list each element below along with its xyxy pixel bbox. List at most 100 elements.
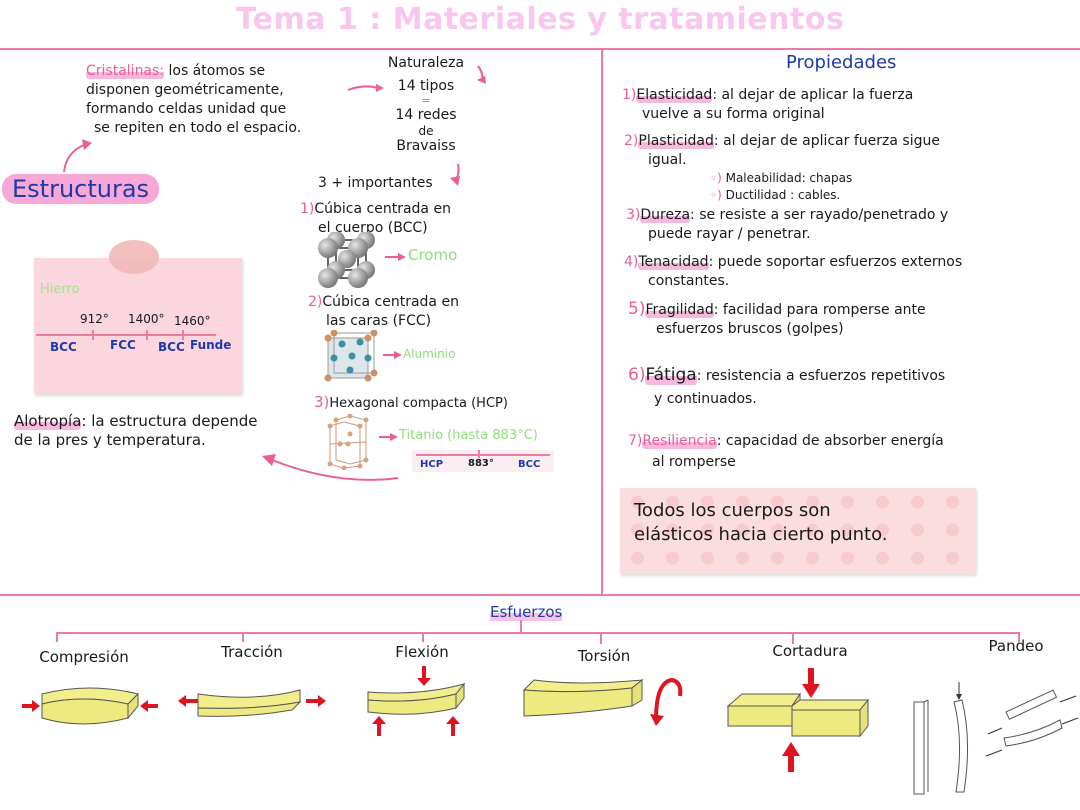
label-compresion: Compresión — [39, 648, 129, 666]
phase-hcp: HCP — [420, 459, 444, 470]
hierro-phase: Funde — [190, 338, 232, 352]
hcp-label: 3)Hexagonal compacta (HCP) — [314, 393, 554, 413]
property-text: : al dejar de aplicar la fuerza — [712, 87, 914, 103]
property-text: igual. — [648, 152, 687, 168]
property-text: : al dejar de aplicar fuerza sigue — [713, 133, 940, 149]
branch-tick — [242, 632, 244, 642]
temp-883: 883° — [468, 458, 494, 469]
structure-name: el cuerpo (BCC) — [318, 220, 428, 236]
label-torsion: Torsión — [577, 647, 631, 665]
structure-name: Hexagonal compacta (HCP) — [329, 396, 508, 411]
esfuerzos-branch-line — [56, 632, 1020, 634]
importantes-heading: 3 + importantes — [318, 175, 433, 191]
curved-arrow-icon — [450, 163, 460, 186]
naturaleza-block: Naturaleza 14 tipos = 14 redes de Bravai… — [376, 54, 476, 156]
label-pandeo: Pandeo — [988, 637, 1044, 655]
property-text: : se resiste a ser rayado/penetrado y — [690, 207, 949, 223]
page-title: Tema 1 : Materiales y tratamientos — [235, 2, 845, 37]
fcc-crystal-icon — [324, 330, 378, 382]
branch-tick — [56, 632, 58, 642]
hierro-phase: FCC — [110, 338, 136, 352]
label-cortadura: Cortadura — [772, 642, 848, 660]
hierro-axis — [36, 334, 216, 336]
axis-tick — [146, 330, 148, 340]
sub-maleabilidad: ◦) Maleabilidad: chapas — [710, 171, 852, 186]
alotropia-block: Alotropía: la estructura depende de la p… — [14, 412, 314, 450]
hierro-label: Hierro — [40, 282, 80, 297]
arrow-icon — [385, 253, 406, 261]
cristalinas-term: Cristalinas: — [86, 63, 165, 79]
elastic-note: Todos los cuerpos son elásticos hacia ci… — [620, 488, 976, 574]
scale-axis — [416, 454, 550, 456]
property-fatiga: 6)Fátiga: resistencia a esfuerzos repeti… — [628, 365, 1078, 409]
hierro-temp: 1460° — [174, 314, 211, 328]
item-number: 5) — [628, 299, 646, 319]
property-fragilidad: 5)Fragilidad: facilidad para romperse an… — [628, 300, 1078, 339]
naturaleza-equals: = — [421, 94, 431, 107]
property-term: Fragilidad — [645, 302, 714, 318]
center-divider — [601, 48, 603, 596]
flexion-diagram-icon — [367, 666, 466, 736]
note-line: elásticos hacia cierto punto. — [634, 524, 888, 545]
label-flexion: Flexión — [395, 643, 449, 661]
branch-tick — [422, 632, 424, 642]
property-tenacidad: 4)Tenacidad: puede soportar esfuerzos ex… — [624, 253, 1074, 291]
arrow-icon — [347, 84, 384, 92]
property-text: : resistencia a esfuerzos repetitivos — [696, 368, 946, 384]
curved-arrow-icon — [262, 454, 399, 481]
cristalinas-line: se repiten en todo el espacio. — [94, 120, 302, 136]
sub-ductilidad: ◦) Ductilidad : cables. — [710, 188, 840, 203]
naturaleza-line: 14 tipos — [397, 78, 455, 94]
property-text: vuelve a su forma original — [642, 106, 825, 122]
cristalinas-line: disponen geométricamente, — [86, 82, 284, 98]
structure-name: Cúbica centrada en — [322, 294, 459, 310]
note-line: Todos los cuerpos son — [634, 500, 831, 521]
bullet: ◦) — [710, 188, 722, 202]
estructuras-pill: Estructuras — [2, 174, 160, 204]
sub-item-text: Ductilidad : cables. — [725, 188, 841, 202]
sub-item-text: Maleabilidad: chapas — [725, 171, 853, 185]
hierro-note: Hierro 912° 1400° 1460° BCC FCC BCC Fund… — [34, 258, 242, 394]
property-text: : capacidad de absorber energía — [716, 433, 944, 449]
torsion-diagram-icon — [522, 677, 683, 726]
pandeo-diagram-icon — [913, 682, 1079, 795]
item-number: 4) — [624, 254, 639, 270]
property-text: puede rayar / penetrar. — [648, 226, 811, 242]
item-number: 2) — [624, 133, 639, 149]
item-number: 1) — [300, 201, 315, 217]
fcc-label: 2)Cúbica centrada en las caras (FCC) — [308, 293, 518, 331]
axis-tick — [92, 330, 94, 340]
esfuerzos-heading: Esfuerzos — [490, 603, 563, 621]
hierro-temp: 912° — [80, 312, 109, 326]
naturaleza-line: 14 redes — [395, 107, 457, 123]
curved-arrow-icon — [477, 65, 486, 84]
top-divider — [0, 48, 1080, 50]
naturaleza-heading: Naturaleza — [387, 55, 465, 71]
cortadura-diagram-icon — [726, 668, 870, 772]
branch-tick — [600, 634, 602, 644]
property-term: Plasticidad — [638, 133, 714, 149]
bottom-divider — [0, 594, 1080, 596]
naturaleza-line: de — [418, 124, 434, 138]
item-number: 1) — [622, 87, 637, 103]
hierro-phase: BCC — [50, 340, 77, 354]
alotropia-term: Alotropía — [14, 412, 82, 430]
compresion-diagram-icon — [22, 687, 158, 725]
cristalinas-line: los átomos se — [168, 63, 266, 79]
titanio-label: Titanio (hasta 883°C) — [399, 428, 538, 443]
property-term: Fátiga — [645, 365, 697, 385]
item-number: 3) — [626, 207, 641, 223]
item-number: 2) — [308, 294, 323, 310]
item-number: 6) — [628, 365, 646, 385]
property-text: esfuerzos bruscos (golpes) — [656, 321, 844, 337]
bullet: ◦) — [710, 171, 722, 185]
arrow-icon — [379, 433, 398, 441]
property-term: Dureza — [640, 207, 691, 223]
label-traccion: Tracción — [221, 643, 283, 661]
property-text: constantes. — [648, 273, 730, 289]
item-number: 3) — [314, 393, 330, 411]
property-plasticidad: 2)Plasticidad: al dejar de aplicar fuerz… — [624, 132, 1074, 170]
arrow-icon — [383, 351, 402, 359]
scale-tick — [478, 450, 480, 458]
property-text: y continuados. — [654, 391, 757, 407]
